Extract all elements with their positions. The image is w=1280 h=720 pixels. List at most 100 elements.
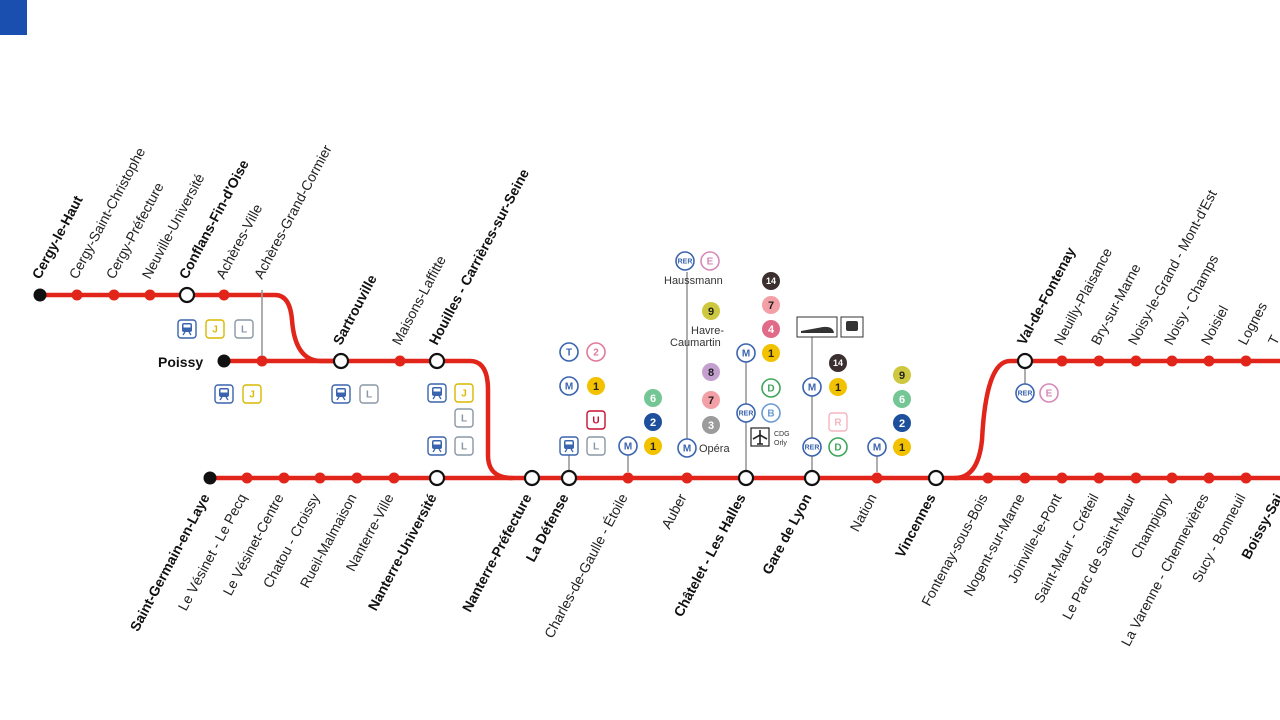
metro-1-badge[interactable] — [829, 378, 847, 396]
line-l-badge-text: L — [461, 442, 467, 453]
train-icon-window — [337, 389, 345, 393]
station-dot[interactable] — [388, 472, 400, 484]
metro-m-icon[interactable] — [802, 377, 822, 397]
terminus-poissy[interactable] — [217, 354, 231, 368]
metro-14-badge-text: 14 — [833, 358, 843, 368]
metro-m-icon[interactable] — [867, 437, 887, 457]
label-auber: Auber — [658, 491, 690, 532]
rer-d-badge[interactable] — [828, 437, 848, 457]
station-dot[interactable] — [1093, 472, 1105, 484]
station-dot[interactable] — [1019, 472, 1031, 484]
metro-14-badge[interactable] — [829, 354, 847, 372]
line-l-badge[interactable] — [359, 384, 379, 404]
station-dot[interactable] — [1166, 355, 1178, 367]
station-dot[interactable] — [71, 289, 83, 301]
station-chatelet[interactable] — [737, 469, 755, 487]
station-dot[interactable] — [144, 289, 156, 301]
line-j-badge[interactable] — [242, 384, 262, 404]
rer-b-badge-text: B — [767, 409, 774, 420]
metro-3-badge[interactable] — [702, 416, 720, 434]
metro-m-icon-text: M — [683, 444, 691, 455]
station-val-de-fontenay[interactable] — [1016, 352, 1034, 370]
station-la-defense[interactable] — [560, 469, 578, 487]
station-dot[interactable] — [241, 472, 253, 484]
station-vincennes[interactable] — [927, 469, 945, 487]
line-l-badge[interactable] — [454, 408, 474, 428]
tram-t2-badge-text: 2 — [593, 348, 599, 359]
station-nanterre-universite[interactable] — [428, 469, 446, 487]
metro-1-badge[interactable] — [587, 377, 605, 395]
station-dot[interactable] — [622, 472, 634, 484]
metro-2-badge[interactable] — [644, 413, 662, 431]
line-l-badge[interactable] — [454, 436, 474, 456]
metro-8-badge-text: 8 — [708, 367, 714, 379]
line-u-badge[interactable] — [586, 410, 606, 430]
station-dot[interactable] — [1056, 355, 1068, 367]
station-dot[interactable] — [351, 472, 363, 484]
line-l-badge[interactable] — [586, 436, 606, 456]
station-dot[interactable] — [278, 472, 290, 484]
terminus-cergy-le-haut[interactable] — [33, 288, 47, 302]
metro-m-icon[interactable] — [736, 343, 756, 363]
tram-t2-badge[interactable] — [586, 342, 606, 362]
station-dot[interactable] — [256, 355, 268, 367]
station-sartrouville[interactable] — [332, 352, 350, 370]
rer-b-badge[interactable] — [761, 403, 781, 423]
line-r-badge-text: R — [834, 418, 842, 429]
train-icon-leg — [182, 331, 186, 336]
train-icon-window — [220, 389, 228, 393]
tram-t-icon[interactable] — [559, 342, 579, 362]
metro-m-icon[interactable] — [618, 436, 638, 456]
rer-icon[interactable] — [1015, 383, 1035, 403]
metro-1-badge[interactable] — [644, 437, 662, 455]
metro-m-icon[interactable] — [559, 376, 579, 396]
station-houilles[interactable] — [428, 352, 446, 370]
line-l-badge-text: L — [461, 414, 467, 425]
metro-9-badge[interactable] — [702, 302, 720, 320]
line-j-badge[interactable] — [454, 383, 474, 403]
metro-7-badge[interactable] — [702, 391, 720, 409]
station-dot[interactable] — [1203, 355, 1215, 367]
metro-1-badge[interactable] — [762, 344, 780, 362]
line-r-badge[interactable] — [828, 412, 848, 432]
metro-6-badge[interactable] — [893, 390, 911, 408]
metro-6-badge[interactable] — [644, 389, 662, 407]
rer-e-badge[interactable] — [1039, 383, 1059, 403]
station-dot[interactable] — [108, 289, 120, 301]
terminus-saint-germain[interactable] — [203, 471, 217, 485]
station-dot[interactable] — [1093, 355, 1105, 367]
station-dot[interactable] — [982, 472, 994, 484]
station-conflans[interactable] — [178, 286, 196, 304]
station-dot[interactable] — [681, 472, 693, 484]
metro-2-badge[interactable] — [893, 414, 911, 432]
label-nation: Nation — [847, 491, 880, 534]
line-l-badge[interactable] — [234, 319, 254, 339]
station-nanterre-prefecture[interactable] — [523, 469, 541, 487]
station-dot[interactable] — [314, 472, 326, 484]
station-dot[interactable] — [1166, 472, 1178, 484]
rer-d-badge[interactable] — [761, 378, 781, 398]
rer-icon[interactable] — [802, 437, 822, 457]
station-dot[interactable] — [871, 472, 883, 484]
station-dot[interactable] — [218, 289, 230, 301]
station-dot[interactable] — [1240, 355, 1252, 367]
rer-icon[interactable] — [736, 403, 756, 423]
metro-m-icon[interactable] — [677, 438, 697, 458]
rer-icon[interactable] — [675, 251, 695, 271]
metro-9-badge[interactable] — [893, 366, 911, 384]
metro-8-badge[interactable] — [702, 363, 720, 381]
station-dot[interactable] — [394, 355, 406, 367]
station-dot[interactable] — [1203, 472, 1215, 484]
station-dot[interactable] — [1130, 355, 1142, 367]
station-dot[interactable] — [1130, 472, 1142, 484]
metro-14-badge[interactable] — [762, 272, 780, 290]
lower-labels: Saint-Germain-en-Laye Le Vésinet - Le Pe… — [127, 491, 1280, 649]
station-gare-de-lyon[interactable] — [803, 469, 821, 487]
metro-1-badge[interactable] — [893, 438, 911, 456]
metro-4-badge[interactable] — [762, 320, 780, 338]
metro-7-badge[interactable] — [762, 296, 780, 314]
rer-e-badge[interactable] — [700, 251, 720, 271]
station-dot[interactable] — [1240, 472, 1252, 484]
line-j-badge[interactable] — [205, 319, 225, 339]
station-dot[interactable] — [1056, 472, 1068, 484]
